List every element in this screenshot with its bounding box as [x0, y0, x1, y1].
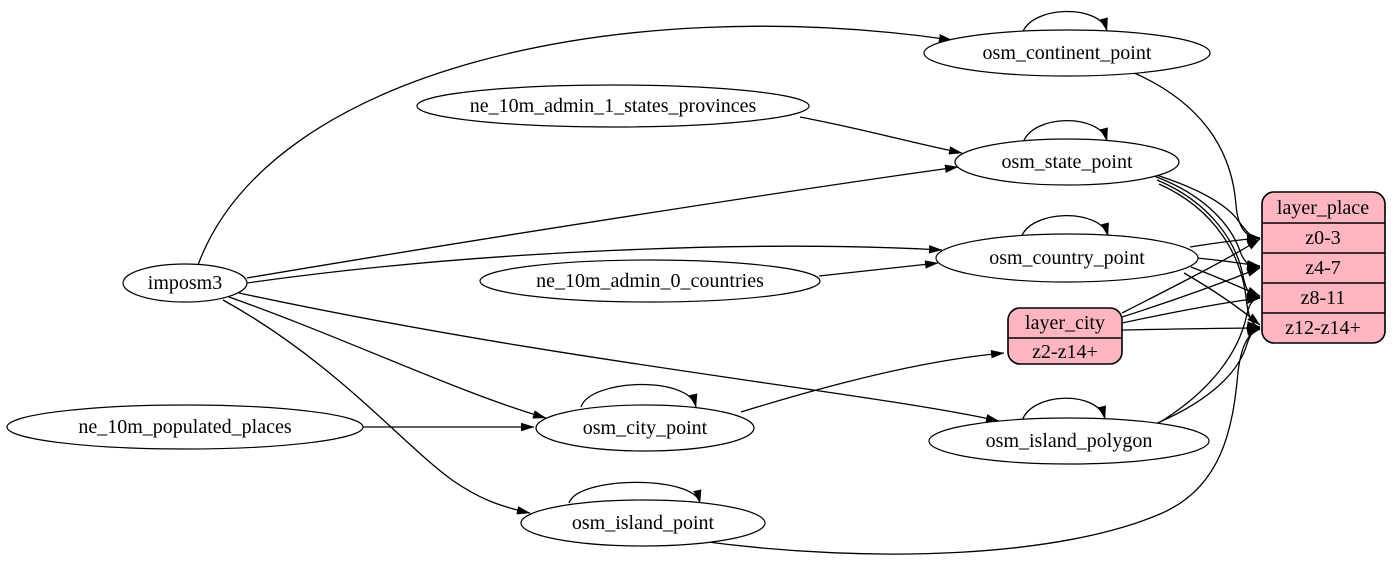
edge-osm-country-point-to-layer-place-z12-z14 — [1183, 272, 1261, 326]
node-osm-island-polygon-label: osm_island_polygon — [986, 430, 1153, 452]
node-osm-country-point-label: osm_country_point — [989, 247, 1145, 269]
edge-osm-state-point-to-layer-place-z0-3 — [1149, 172, 1261, 241]
record-layer-city-title: layer_city — [1025, 312, 1105, 334]
self-loop-osm-island-polygon — [1021, 397, 1107, 422]
record-layer-city: layer_city z2-z14+ — [1007, 307, 1123, 365]
record-layer-city-shape — [1007, 307, 1123, 365]
record-layer-place-row-z12-z14: z12-z14+ — [1285, 317, 1361, 339]
node-osm-country-point-shape — [935, 233, 1199, 283]
edge-imposm3-to-osm-island-point — [222, 299, 531, 515]
node-imposm3: imposm3 — [122, 263, 248, 303]
node-osm-island-point: osm_island_point — [520, 499, 766, 547]
edge-osm-country-point-to-layer-place-z4-7 — [1195, 257, 1261, 269]
record-layer-place-row-z4-7: z4-7 — [1305, 257, 1341, 279]
edge-osm-country-point-to-layer-place-z0-3 — [1189, 234, 1261, 248]
edge-layer-city-to-layer-place-z12-z14 — [1121, 323, 1261, 333]
edge-imposm3-to-osm-continent-point — [197, 25, 953, 266]
node-ne-10m-populated-places: ne_10m_populated_places — [6, 404, 364, 450]
edge-layer-city-to-layer-place-z4-7 — [1121, 267, 1261, 318]
self-loop-osm-state-point — [1022, 119, 1108, 144]
record-layer-place: layer_place z0-3 z4-7 z8-11 z12-z14+ — [1261, 191, 1386, 344]
edge-osm-island-polygon-to-layer-place-z8-11 — [1156, 295, 1261, 425]
edge-layer-city-to-layer-place-z8-11 — [1121, 295, 1261, 324]
edge-ne-10m-admin-1-to-osm-state-point — [799, 116, 963, 155]
self-loop-osm-island-point — [568, 481, 702, 504]
node-osm-continent-point: osm_continent_point — [923, 29, 1211, 77]
record-layer-place-title: layer_place — [1277, 197, 1369, 219]
record-layer-city-row-z2-z14: z2-z14+ — [1032, 341, 1098, 363]
edge-osm-state-point-to-layer-place-z8-11 — [1156, 179, 1261, 302]
edge-osm-city-point-to-layer-city — [740, 349, 1005, 413]
node-osm-island-polygon-shape — [928, 417, 1210, 465]
edge-osm-island-polygon-to-layer-place-z12-z14 — [1147, 326, 1261, 428]
self-loop-osm-city-point — [580, 383, 698, 408]
node-osm-city-point: osm_city_point — [535, 404, 755, 452]
node-osm-country-point: osm_country_point — [935, 233, 1199, 283]
self-loop-osm-country-point — [1020, 214, 1109, 239]
edge-layer-city-to-layer-place-z0-3 — [1121, 238, 1261, 314]
node-osm-continent-point-label: osm_continent_point — [983, 42, 1152, 64]
node-osm-city-point-label: osm_city_point — [583, 417, 708, 439]
record-layer-place-shape — [1261, 191, 1386, 344]
node-osm-continent-point-shape — [923, 29, 1211, 77]
node-osm-island-point-shape — [520, 499, 766, 547]
node-osm-state-point: osm_state_point — [954, 138, 1180, 186]
node-ne-10m-admin-0-shape — [479, 259, 821, 303]
edge-imposm3-to-osm-state-point — [246, 164, 959, 279]
node-osm-state-point-label: osm_state_point — [1001, 151, 1133, 173]
edge-osm-country-point-to-layer-place-z8-11 — [1190, 266, 1261, 297]
edge-osm-island-point-to-layer-place-z12-z14 — [699, 328, 1261, 555]
node-imposm3-label: imposm3 — [148, 272, 222, 294]
node-imposm3-shape — [122, 263, 248, 303]
node-ne-10m-admin-0-countries: ne_10m_admin_0_countries — [479, 259, 821, 303]
node-ne-10m-populated-places-label: ne_10m_populated_places — [78, 416, 291, 438]
node-osm-island-point-label: osm_island_point — [572, 512, 715, 534]
node-osm-state-point-shape — [954, 138, 1180, 186]
node-ne-10m-populated-places-shape — [6, 404, 364, 450]
node-ne-10m-admin-1-states-provinces: ne_10m_admin_1_states_provinces — [416, 84, 810, 128]
node-osm-city-point-shape — [535, 404, 755, 452]
edges — [197, 10, 1261, 555]
edge-imposm3-to-osm-city-point — [228, 296, 547, 419]
self-loop-osm-continent-point — [1021, 10, 1108, 35]
record-layer-place-row-z0-3: z0-3 — [1305, 227, 1341, 249]
edge-ne-10m-admin-0-to-osm-country-point — [818, 260, 939, 277]
node-osm-island-polygon: osm_island_polygon — [928, 417, 1210, 465]
edge-osm-continent-point-to-layer-place-z0-3 — [1131, 71, 1261, 243]
edge-imposm3-to-osm-country-point — [246, 245, 943, 284]
edge-imposm3-to-osm-island-polygon — [238, 292, 1000, 423]
node-ne-10m-admin-0-label: ne_10m_admin_0_countries — [536, 270, 764, 292]
record-layer-place-row-z8-11: z8-11 — [1301, 287, 1346, 309]
node-ne-10m-admin-1-label: ne_10m_admin_1_states_provinces — [470, 95, 757, 117]
node-ne-10m-admin-1-shape — [416, 84, 810, 128]
